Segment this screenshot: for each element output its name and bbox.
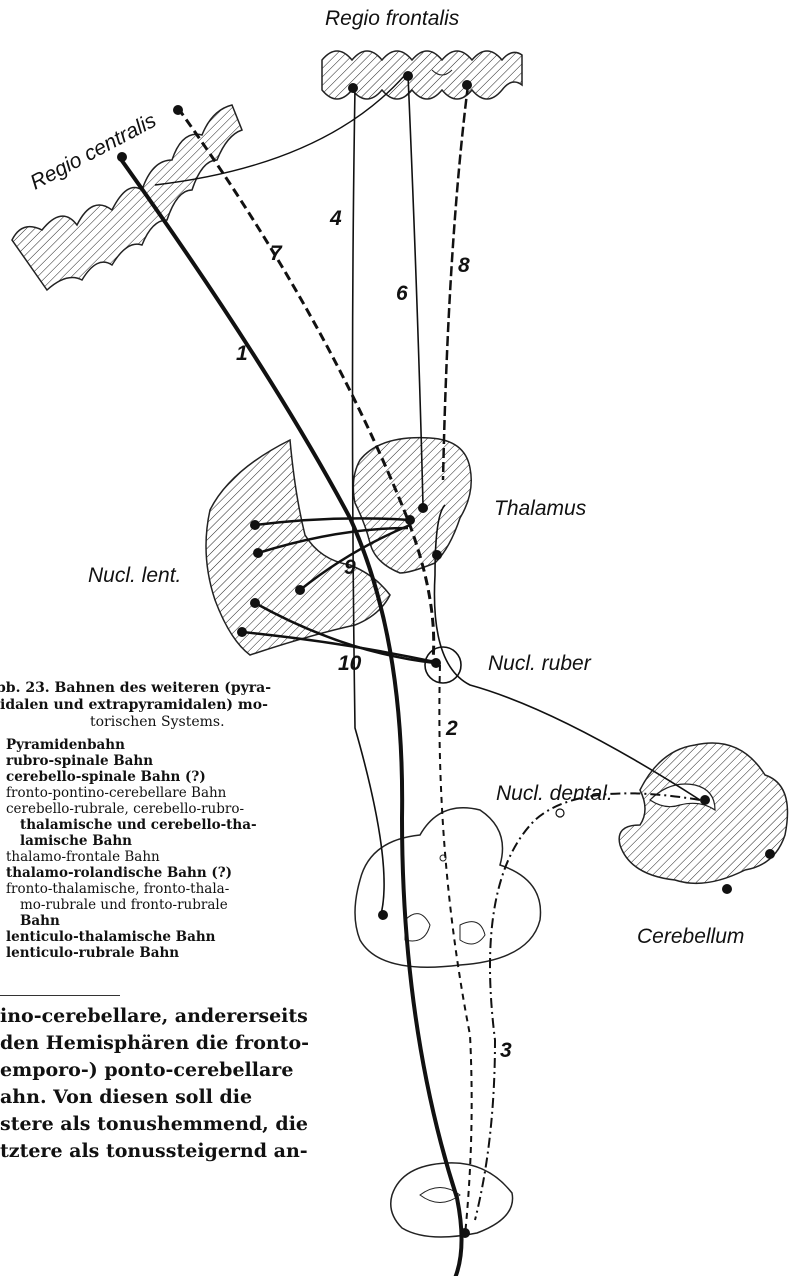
path-number-10: 10 (338, 652, 362, 675)
legend-item: fronto-thalamische, fronto-thala- (0, 881, 330, 897)
caption-legend: Pyramidenbahn rubro-spinale Bahn cerebel… (0, 737, 330, 961)
path-number-4: 4 (329, 207, 342, 230)
legend-item: cerebello-rubrale, cerebello-rubro- (0, 801, 330, 817)
cerebellum-shape (619, 743, 787, 883)
path-number-9: 9 (344, 556, 356, 579)
body-line: ahn. Von diesen soll die (0, 1084, 335, 1111)
path-number-2: 2 (445, 717, 458, 740)
label-nucl-lent: Nucl. lent. (88, 564, 181, 587)
legend-item: lamische Bahn (0, 833, 330, 849)
label-nucl-ruber: Nucl. ruber (488, 652, 592, 675)
body-line: tztere als tonussteigernd an- (0, 1138, 335, 1165)
label-thalamus: Thalamus (494, 497, 587, 520)
caption-title-line-2: idalen und extrapyramidalen) mo- (0, 697, 268, 713)
caption-title-line-1: bb. 23. Bahnen des weiteren (pyra- (0, 680, 271, 696)
caption-title-line-3: torischen Systems. (0, 714, 225, 730)
body-line: emporo-) ponto-cerebellare (0, 1057, 335, 1084)
label-nucl-dental: Nucl. dental. (496, 782, 613, 805)
legend-item: lenticulo-rubrale Bahn (0, 945, 330, 961)
body-line: stere als tonushemmend, die (0, 1111, 335, 1138)
legend-item: thalamo-rolandische Bahn (?) (0, 865, 330, 881)
label-regio-frontalis: Regio frontalis (325, 7, 460, 30)
label-cerebellum: Cerebellum (637, 925, 744, 948)
legend-item: lenticulo-thalamische Bahn (0, 929, 330, 945)
label-regio-centralis: Regio centralis (27, 109, 161, 195)
path-number-3: 3 (500, 1039, 512, 1062)
legend-item: Pyramidenbahn (0, 737, 330, 753)
body-text: ino-cerebellare, andererseits den Hemisp… (0, 1003, 335, 1165)
figure-caption: bb. 23. Bahnen des weiteren (pyra- idale… (0, 680, 330, 961)
caption-title: bb. 23. Bahnen des weiteren (pyra- idale… (0, 680, 330, 731)
legend-item: thalamische und cerebello-tha- (0, 817, 330, 833)
path-number-6: 6 (396, 282, 408, 305)
legend-item: thalamo-frontale Bahn (0, 849, 330, 865)
legend-item: cerebello-spinale Bahn (?) (0, 769, 330, 785)
body-line: ino-cerebellare, andererseits (0, 1003, 335, 1030)
legend-item: fronto-pontino-cerebellare Bahn (0, 785, 330, 801)
pathway-8-line (443, 85, 468, 480)
caption-divider (0, 995, 120, 996)
legend-item: mo-rubrale und fronto-rubrale (0, 897, 330, 913)
path-number-7: 7 (270, 242, 283, 265)
path-number-8: 8 (458, 254, 470, 277)
body-line: den Hemisphären die fronto- (0, 1030, 335, 1057)
thalamus-shape (353, 438, 471, 573)
legend-item: Bahn (0, 913, 330, 929)
legend-item: rubro-spinale Bahn (0, 753, 330, 769)
path-number-1: 1 (236, 342, 248, 365)
